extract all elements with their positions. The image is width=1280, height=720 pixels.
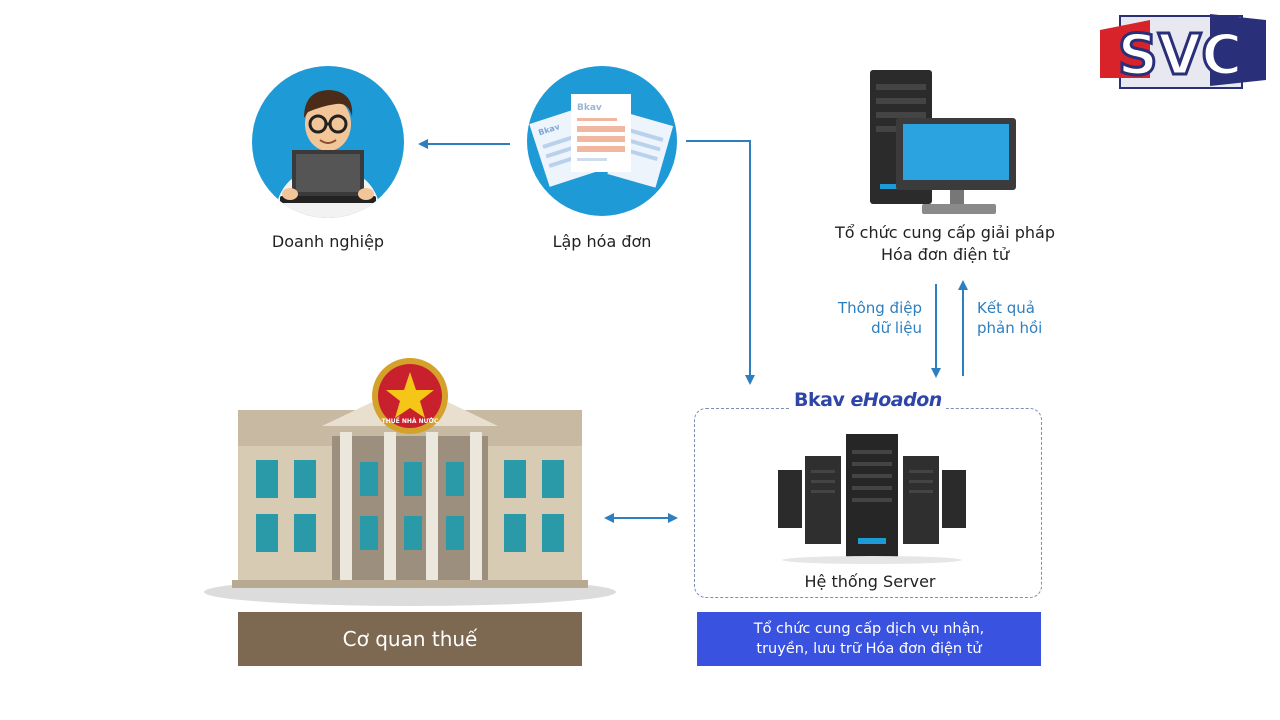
enterprise-icon xyxy=(252,66,404,218)
service-org-line2: truyền, lưu trữ Hóa đơn điện tử xyxy=(756,641,982,657)
provider-label-line2: Hóa đơn điện tử xyxy=(881,245,1009,264)
server-system-label: Hệ thống Server xyxy=(804,572,936,591)
invoice-documents-icon: Bkav Bkav xyxy=(527,66,677,216)
data-message-line1: Thông điệp xyxy=(837,299,922,317)
provider-label: Tổ chức cung cấp giải pháp Hóa đơn điện … xyxy=(820,222,1070,266)
feedback-line2: phản hồi xyxy=(977,319,1043,337)
invoice-doc-brand: Bkav xyxy=(577,103,602,113)
data-message-label: Thông điệp dữ liệu xyxy=(822,298,922,338)
service-org-label: Tổ chức cung cấp dịch vụ nhận, truyền, l… xyxy=(697,612,1041,666)
provider-label-line1: Tổ chức cung cấp giải pháp xyxy=(835,223,1055,242)
brand-part1: Bkav xyxy=(794,389,845,411)
tax-emblem-text: THUẾ NHÀ NƯỚC xyxy=(382,417,439,425)
create-invoice-label: Lập hóa đơn xyxy=(552,232,652,251)
service-org-line1: Tổ chức cung cấp dịch vụ nhận, xyxy=(753,621,985,637)
enterprise-label: Doanh nghiệp xyxy=(271,232,385,251)
tax-authority-label: Cơ quan thuế xyxy=(238,612,582,666)
bkav-ehoadon-brand: Bkav eHoadon xyxy=(790,389,946,411)
brand-part2: eHoadon xyxy=(850,389,942,411)
feedback-line1: Kết quả xyxy=(977,299,1035,317)
arrow-invoice-to-server xyxy=(686,140,755,385)
data-message-line2: dữ liệu xyxy=(871,319,922,337)
svc-logo-text: SVC xyxy=(1118,23,1243,88)
feedback-label: Kết quả phản hồi xyxy=(977,298,1077,338)
